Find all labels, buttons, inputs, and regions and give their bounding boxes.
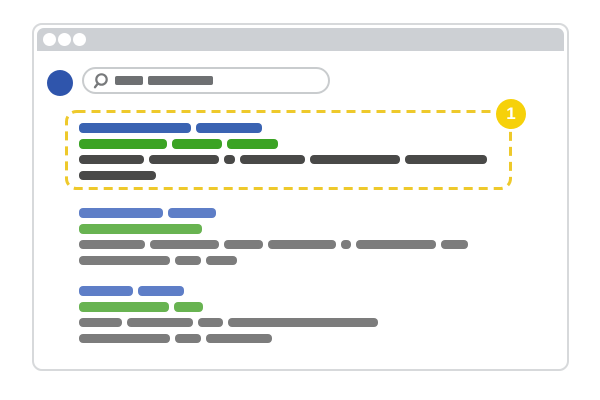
result-row-text [79, 318, 378, 327]
title-placeholder-bar [79, 123, 191, 133]
window-control-dot[interactable] [73, 33, 86, 46]
text-placeholder-bar [79, 240, 145, 249]
result-row-text [79, 334, 378, 343]
window-control-dot[interactable] [58, 33, 71, 46]
text-placeholder-bar [150, 240, 219, 249]
text-placeholder-bar [268, 240, 336, 249]
result-row-url [79, 224, 468, 234]
result-row-title [79, 208, 468, 218]
text-placeholder-bar [79, 256, 170, 265]
text-placeholder-bar [79, 318, 122, 327]
text-placeholder-bar [228, 318, 378, 327]
logo-circle [47, 70, 73, 96]
title-placeholder-bar [196, 123, 262, 133]
url-placeholder-bar [79, 302, 169, 312]
text-placeholder-bar [206, 334, 272, 343]
text-placeholder-bar [198, 318, 223, 327]
text-placeholder-bar [356, 240, 436, 249]
highlight-outline [65, 110, 512, 190]
result-row-text [79, 171, 487, 180]
title-placeholder-bar [79, 286, 133, 296]
text-placeholder-bar [224, 240, 263, 249]
url-placeholder-bar [227, 139, 278, 149]
search-bar[interactable] [82, 67, 330, 94]
result-3[interactable] [79, 286, 378, 350]
result-row-url [79, 302, 378, 312]
text-placeholder-bar [405, 155, 487, 164]
result-1[interactable] [79, 123, 487, 187]
title-placeholder-bar [138, 286, 184, 296]
text-placeholder-bar [240, 155, 305, 164]
window-titlebar [37, 28, 564, 51]
window-control-dot[interactable] [43, 33, 56, 46]
result-row-title [79, 123, 487, 133]
text-placeholder-bar [149, 155, 219, 164]
text-placeholder-bar [341, 240, 351, 249]
result-row-title [79, 286, 378, 296]
text-placeholder-bar [224, 155, 235, 164]
search-query-placeholder-bar [148, 76, 213, 85]
search-query-placeholder-bar [115, 76, 143, 85]
result-2[interactable] [79, 208, 468, 272]
text-placeholder-bar [79, 334, 170, 343]
search-icon [93, 72, 108, 88]
browser-window: 1 [32, 23, 569, 371]
title-placeholder-bar [168, 208, 216, 218]
text-placeholder-bar [175, 256, 201, 265]
step-badge: 1 [496, 99, 526, 129]
text-placeholder-bar [175, 334, 201, 343]
url-placeholder-bar [174, 302, 203, 312]
url-placeholder-bar [79, 139, 167, 149]
text-placeholder-bar [206, 256, 237, 265]
url-placeholder-bar [172, 139, 222, 149]
result-row-text [79, 240, 468, 249]
result-row-text [79, 155, 487, 164]
result-row-url [79, 139, 487, 149]
result-row-text [79, 256, 468, 265]
text-placeholder-bar [79, 171, 156, 180]
text-placeholder-bar [79, 155, 144, 164]
text-placeholder-bar [127, 318, 193, 327]
title-placeholder-bar [79, 208, 163, 218]
url-placeholder-bar [79, 224, 202, 234]
text-placeholder-bar [310, 155, 400, 164]
text-placeholder-bar [441, 240, 468, 249]
